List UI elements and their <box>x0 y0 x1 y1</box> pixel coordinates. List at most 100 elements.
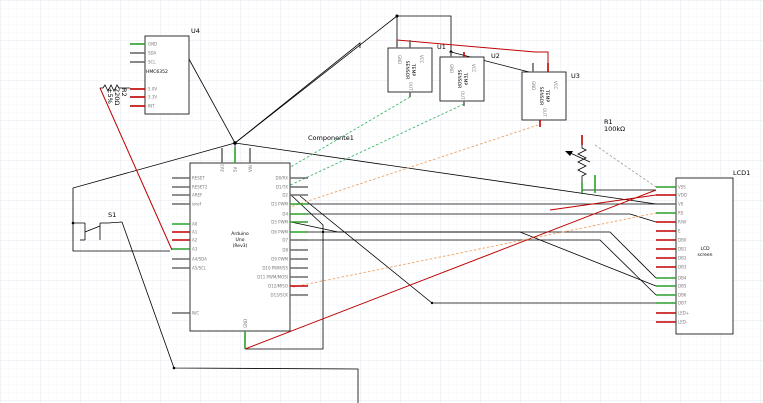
u1-label-1: TEMP <box>410 63 416 76</box>
pin-label: LED+ <box>678 311 689 316</box>
pin-label: DB7 <box>678 301 687 306</box>
pin-label: ioref <box>192 202 202 207</box>
wire[interactable] <box>234 42 361 144</box>
pin-label: RESET2 <box>192 185 208 190</box>
r1-zigzag <box>577 145 587 182</box>
wire[interactable] <box>291 213 657 223</box>
wire[interactable] <box>549 194 657 211</box>
arduino-body <box>189 162 291 332</box>
pin-label: GND <box>449 64 454 73</box>
pin-label: SCL <box>148 60 156 65</box>
r2-labels: R2 220Ω ±5% <box>106 88 128 105</box>
pin-label: DB4 <box>678 276 687 281</box>
component-r1[interactable]: R1 100kΩ <box>565 118 625 193</box>
pin-label: DB1 <box>678 247 687 252</box>
pin-label: GND <box>243 319 248 328</box>
u4-body <box>144 35 190 115</box>
pin-label: VCC <box>471 64 476 73</box>
pin-label: RESET <box>192 176 205 181</box>
wire[interactable] <box>244 189 657 350</box>
u3-body <box>521 71 567 121</box>
pin-label: A4/SDA <box>192 257 207 262</box>
arduino-right-pins: D0/RX D1/TX D2 D3 PWM D4 D5 PWM D6 PWM D… <box>257 176 308 298</box>
pin-label: A0 <box>192 222 198 227</box>
u1-labels: TEMP SENSOR GND VCC OUT <box>397 55 424 91</box>
junction-node <box>430 301 434 305</box>
u2-ref: U2 <box>491 52 500 60</box>
pin-label: D2 <box>282 193 288 198</box>
pin-label: GND <box>531 81 536 90</box>
pin-label: A2 <box>192 238 198 243</box>
pin-label: 5.0V <box>148 87 157 92</box>
pin-label: 3V3 <box>220 164 225 172</box>
component-u1[interactable]: U1 TEMP SENSOR GND VCC OUT <box>387 40 446 97</box>
wire[interactable] <box>72 223 170 252</box>
junction-node <box>233 141 237 145</box>
lcd1-label-1: LCD <box>700 246 710 252</box>
component-lcd1[interactable]: LCD1 LCD screen VSS VDD V0 RS R/W <box>656 169 750 335</box>
lcd1-ref: LCD1 <box>733 169 750 177</box>
u2-labels: TEMP SENSOR GND VCC OUT <box>449 64 476 100</box>
component-s1[interactable]: S1 <box>80 211 116 241</box>
u1-ref: U1 <box>437 43 446 51</box>
junction-node <box>321 230 325 234</box>
pin-label: DB5 <box>678 284 687 289</box>
pin-label: D6 PWM <box>271 230 288 235</box>
r1-value: 100kΩ <box>604 125 625 133</box>
wire[interactable] <box>183 49 236 144</box>
pin-label: D10 PWM/SS <box>262 266 288 271</box>
r2-value: 220Ω <box>113 88 121 105</box>
wire[interactable] <box>245 194 324 350</box>
wire[interactable] <box>291 239 657 296</box>
component-u4[interactable]: U4 HMC6352 GND SDA SCL 5.0V 3.3V INT <box>130 27 200 115</box>
pin-label: OUT <box>542 108 547 117</box>
wire[interactable] <box>594 144 657 188</box>
pin-label: 5V <box>233 166 238 172</box>
u1-label-2: SENSOR <box>404 61 410 80</box>
u4-ref: U4 <box>191 27 200 35</box>
pin-label: VIN <box>248 165 253 172</box>
wire[interactable] <box>99 87 173 251</box>
lcd1-pins: VSS VDD V0 RS R/W E DB0 DB1 DB2 DB3 DB4 … <box>656 185 689 325</box>
pin-label: DB6 <box>678 293 687 298</box>
u3-label-2: SENSOR <box>538 87 544 106</box>
pin-label: R/W <box>678 220 686 225</box>
lcd1-body <box>675 177 734 335</box>
component-arduino[interactable]: Arduino Uno (Rev3) RESET RESET2 AREF ior… <box>172 148 308 349</box>
pin-label: D1/TX <box>276 185 288 190</box>
junction-node <box>172 366 176 370</box>
arduino-bottom-pins: GND <box>243 319 248 349</box>
pin-label: VCC <box>419 55 424 64</box>
s1-ref: S1 <box>108 211 116 219</box>
wire[interactable] <box>292 212 657 288</box>
component-u2[interactable]: U2 TEMP SENSOR GND VCC OUT <box>439 52 500 106</box>
pin-label: DB2 <box>678 256 687 261</box>
pin-label: OUT <box>408 82 413 91</box>
component-r2[interactable]: R2 220Ω ±5% <box>100 84 130 105</box>
r2-tolerance: ±5% <box>106 88 114 104</box>
pin-label: D9 PWM <box>271 257 288 262</box>
wire[interactable] <box>397 15 452 52</box>
component-u3[interactable]: U3 TEMP SENSOR GND VCC OUT <box>521 63 580 127</box>
pin-label: VSS <box>678 185 686 190</box>
wire[interactable] <box>72 142 236 224</box>
pin-label: SDA <box>148 51 157 56</box>
pin-label: DB0 <box>678 238 687 243</box>
pin-label: LED- <box>678 320 688 325</box>
junction-node <box>71 221 75 225</box>
pin-label: D13/SCK <box>271 293 289 298</box>
pin-label: DB3 <box>678 265 687 270</box>
pin-label: OUT <box>460 91 465 100</box>
pin-label: GND <box>397 55 402 64</box>
r1-ref: R1 <box>604 118 613 126</box>
pin-label: VCC <box>553 81 558 90</box>
wire[interactable] <box>291 231 657 279</box>
pin-label: VDD <box>678 193 687 198</box>
arduino-model: Uno <box>236 237 245 243</box>
u2-label-1: TEMP <box>462 72 468 85</box>
pin-label: D12/MISO <box>268 284 288 289</box>
pin-label: D0/RX <box>276 176 289 181</box>
pin-label: A5/SCL <box>192 266 207 271</box>
pin-label: D3 PWM <box>271 202 288 207</box>
wire[interactable] <box>234 142 657 205</box>
